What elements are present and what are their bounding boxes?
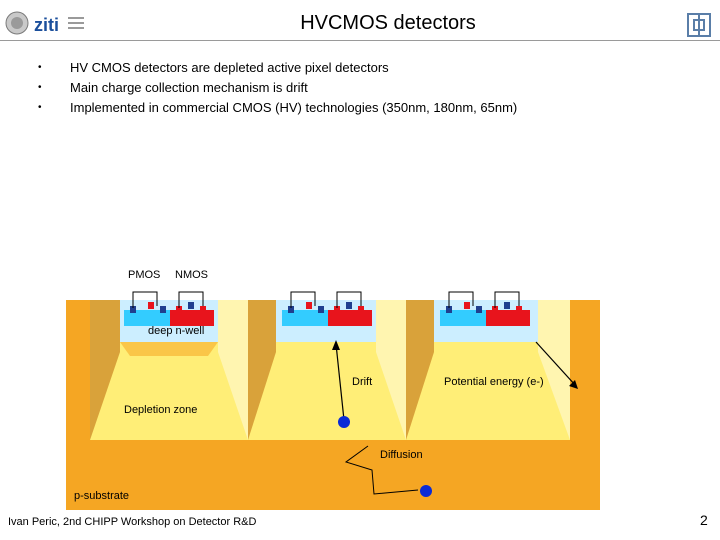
contact bbox=[492, 306, 498, 313]
diffusion-label: Diffusion bbox=[380, 449, 423, 461]
drift-arrowhead bbox=[332, 340, 340, 350]
pmos-region bbox=[124, 310, 170, 326]
p-substrate-label: p-substrate bbox=[74, 490, 130, 502]
nmos-region bbox=[170, 310, 214, 326]
contact bbox=[130, 306, 136, 313]
slide-title: HVCMOS detectors bbox=[300, 12, 476, 34]
drift-label: Drift bbox=[352, 376, 373, 388]
pixel-3 bbox=[406, 291, 570, 440]
bullet-item: • Implemented in commercial CMOS (HV) tec… bbox=[38, 98, 517, 118]
electron-drift bbox=[338, 416, 350, 428]
deep-nwell-label: deep n-well bbox=[148, 325, 205, 337]
gate-wire bbox=[132, 291, 158, 308]
header-rule bbox=[0, 40, 720, 41]
drift-path bbox=[335, 343, 345, 421]
contact bbox=[358, 306, 364, 313]
electron-diffusion bbox=[420, 485, 432, 497]
contact bbox=[306, 302, 312, 309]
depletion-zone-label: Depletion zone bbox=[124, 404, 198, 416]
footer-citation: Ivan Peric, 2nd CHIPP Workshop on Detect… bbox=[8, 516, 257, 528]
contact bbox=[188, 302, 194, 309]
depletion-side-left bbox=[90, 300, 120, 440]
contact bbox=[464, 302, 470, 309]
nmos-label: NMOS bbox=[175, 269, 208, 281]
contact bbox=[476, 306, 482, 313]
pixel-1 bbox=[90, 291, 248, 440]
nmos-region bbox=[486, 310, 530, 326]
ziti-logo-text: ziti bbox=[34, 15, 59, 35]
gate-wire bbox=[290, 291, 316, 308]
depletion-side-right bbox=[218, 300, 248, 440]
institute-logo-icon bbox=[686, 12, 712, 38]
gate-wire bbox=[178, 291, 204, 308]
nwell-bottom bbox=[120, 342, 218, 356]
contact bbox=[200, 306, 206, 313]
depletion-side-left bbox=[406, 300, 434, 440]
depletion-side-right bbox=[538, 300, 570, 440]
gate-wire bbox=[448, 291, 474, 308]
pixel-2 bbox=[248, 291, 406, 440]
contact bbox=[516, 306, 522, 313]
gate-wire bbox=[336, 291, 362, 308]
bullet-marker: • bbox=[38, 82, 42, 93]
contact bbox=[176, 306, 182, 313]
potential-energy-path bbox=[535, 341, 577, 387]
contact bbox=[346, 302, 352, 309]
pmos-region bbox=[440, 310, 486, 326]
contact bbox=[318, 306, 324, 313]
page-number: 2 bbox=[700, 512, 708, 528]
contact bbox=[148, 302, 154, 309]
bullet-item: • HV CMOS detectors are depleted active p… bbox=[38, 58, 517, 78]
contact bbox=[446, 306, 452, 313]
depletion-side-left bbox=[248, 300, 276, 440]
bullet-text: Main charge collection mechanism is drif… bbox=[70, 80, 308, 95]
pmos-region bbox=[282, 310, 328, 326]
nmos-region bbox=[328, 310, 372, 326]
potential-energy-arrowhead bbox=[569, 380, 578, 389]
bullet-text: HV CMOS detectors are depleted active pi… bbox=[70, 60, 389, 75]
bullet-marker: • bbox=[38, 102, 42, 113]
contact bbox=[160, 306, 166, 313]
contact bbox=[288, 306, 294, 313]
gate-wire bbox=[494, 291, 520, 308]
potential-energy-label: Potential energy (e-) bbox=[444, 376, 544, 388]
contact bbox=[504, 302, 510, 309]
ziti-logo: ziti bbox=[4, 9, 88, 39]
bullet-text: Implemented in commercial CMOS (HV) tech… bbox=[70, 100, 518, 115]
pmos-label: PMOS bbox=[128, 269, 161, 281]
depletion-side-right bbox=[376, 300, 406, 440]
bullet-marker: • bbox=[38, 62, 42, 73]
bullet-list: • HV CMOS detectors are depleted active p… bbox=[38, 58, 517, 118]
bullet-item: • Main charge collection mechanism is dri… bbox=[38, 78, 517, 98]
diffusion-path bbox=[344, 445, 419, 495]
contact bbox=[334, 306, 340, 313]
